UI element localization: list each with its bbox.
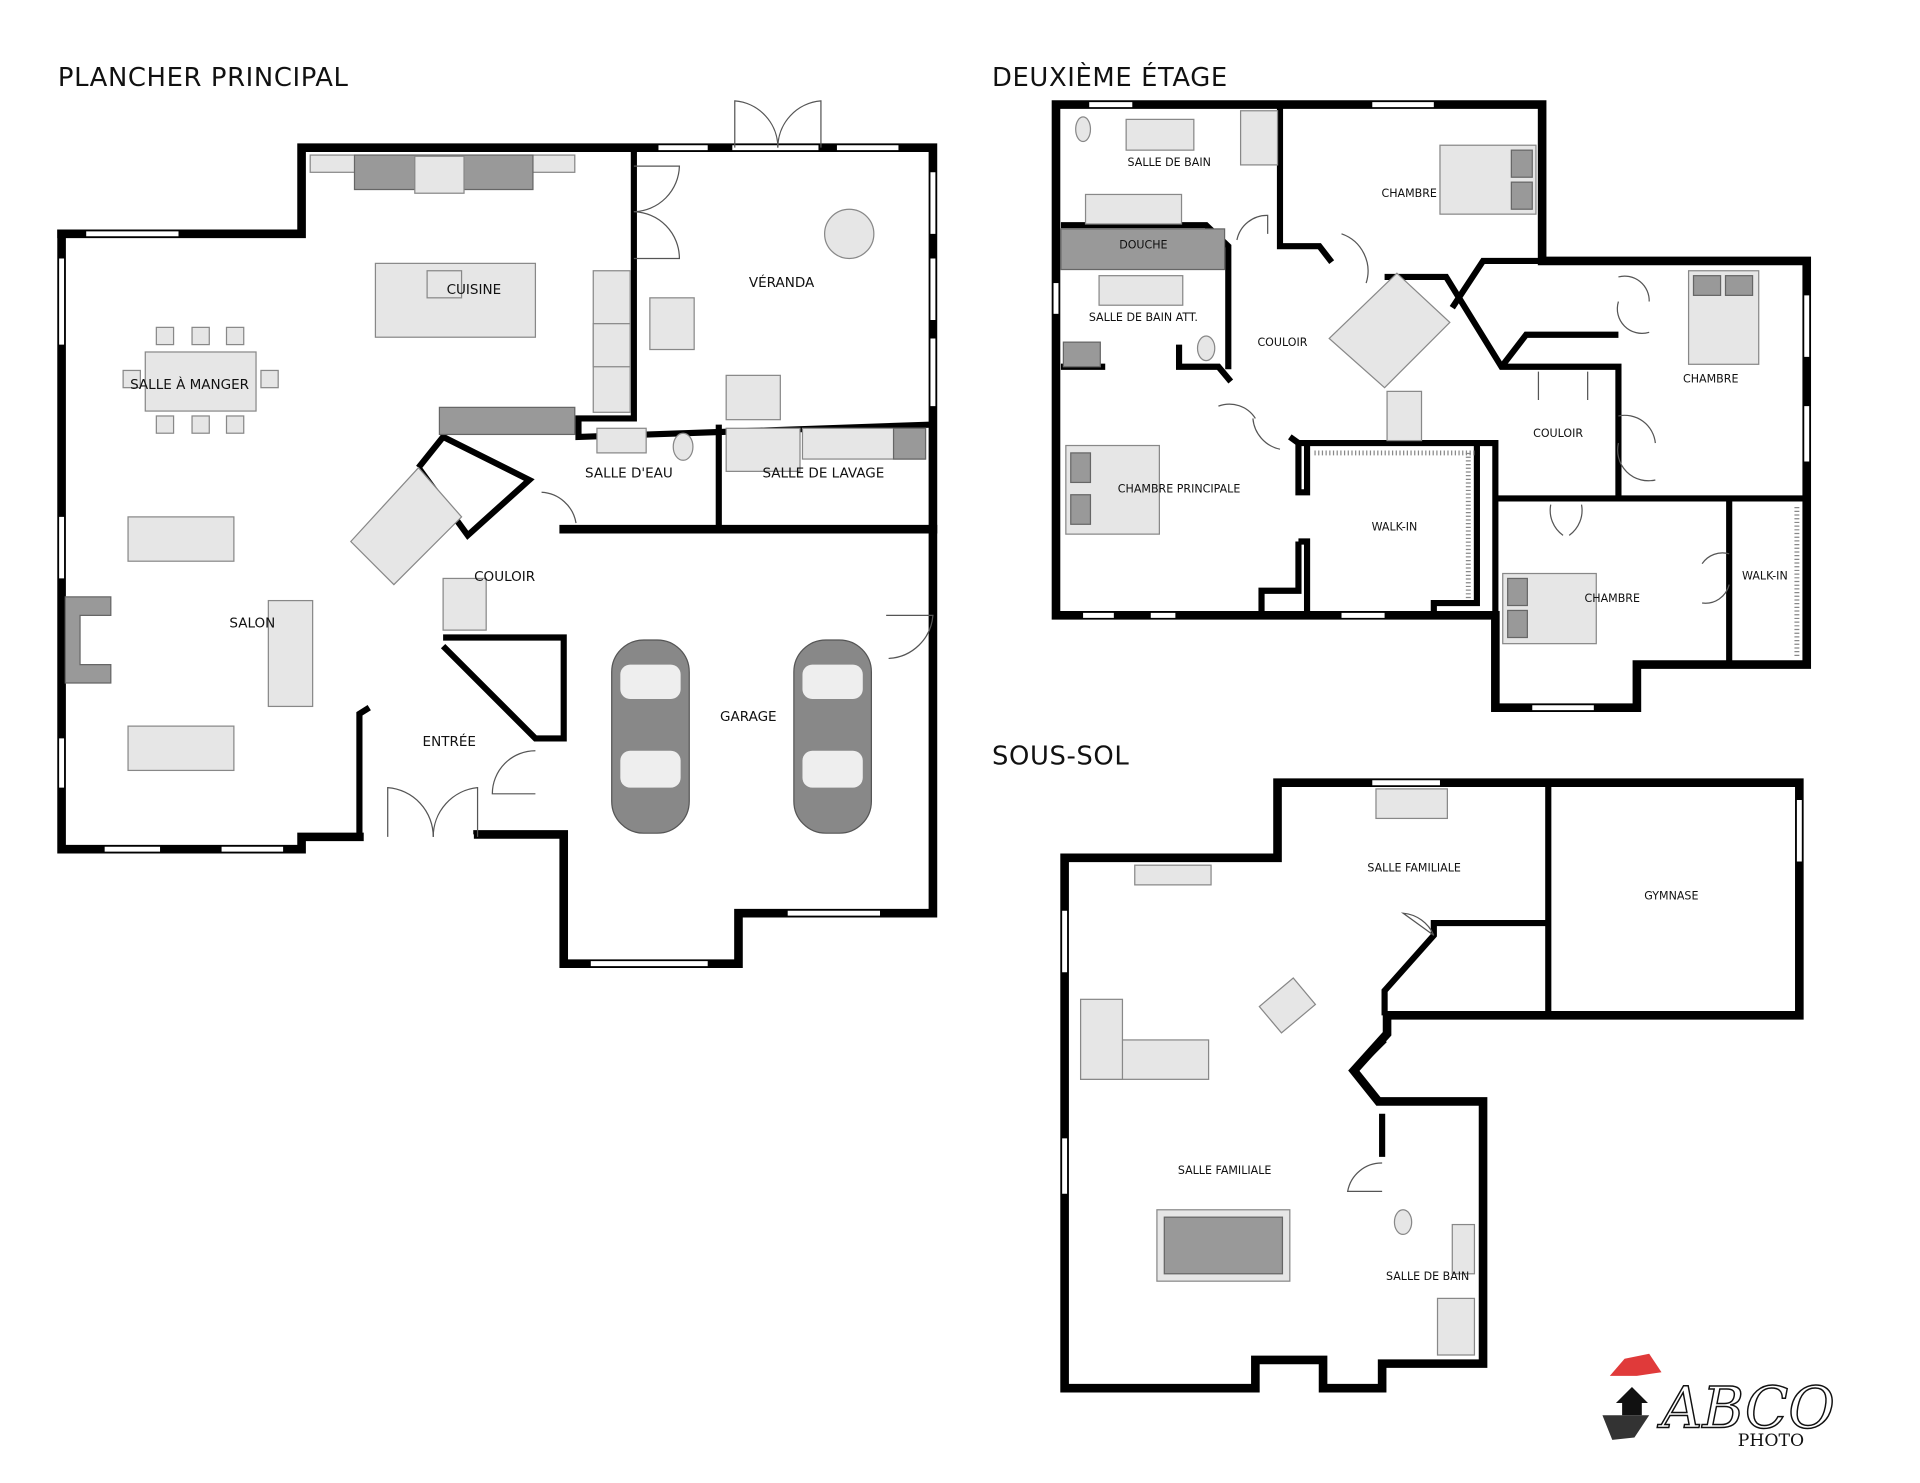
room-label: GARAGE xyxy=(720,709,777,725)
second-furniture xyxy=(1060,110,1800,659)
kitchen-furniture xyxy=(309,154,631,436)
room-label: SALON xyxy=(229,616,275,632)
room-label: WALK-IN xyxy=(1742,570,1788,583)
main-room-labels: CUISINE VÉRANDA SALLE À MANGER SALLE D'E… xyxy=(130,273,884,750)
garage-wall xyxy=(473,524,938,968)
room-label: CHAMBRE xyxy=(1585,592,1640,605)
room-label: CUISINE xyxy=(447,282,502,298)
room-label: SALLE FAMILIALE xyxy=(1178,1164,1272,1177)
room-label: DOUCHE xyxy=(1119,239,1167,252)
room-label: CHAMBRE xyxy=(1381,187,1436,200)
abco-photo-logo: ABCO PHOTO xyxy=(1602,1353,1836,1451)
stairs xyxy=(1328,272,1451,389)
basement-furniture xyxy=(1079,788,1476,1356)
second-room-labels: SALLE DE BAIN CHAMBRE DOUCHE SALLE DE BA… xyxy=(1089,156,1788,605)
room-label: CHAMBRE PRINCIPALE xyxy=(1118,482,1241,495)
doors xyxy=(387,100,934,837)
fireplace-icon xyxy=(64,596,112,684)
second-floor-title: DEUXIÈME ÉTAGE xyxy=(992,61,1228,93)
room-label: VÉRANDA xyxy=(749,273,815,291)
cooktop-icon xyxy=(414,155,465,194)
second-windows xyxy=(1053,102,1810,711)
veranda-furniture xyxy=(649,208,875,421)
logo-sub: PHOTO xyxy=(1738,1431,1804,1451)
room-label: COULOIR xyxy=(1257,336,1307,349)
room-label: SALLE DE BAIN ATT. xyxy=(1089,311,1198,324)
basement: SOUS-SOL xyxy=(992,741,1804,1393)
veranda-wall xyxy=(575,147,934,441)
room-label: SALLE À MANGER xyxy=(130,375,249,393)
room-label: SALLE DE BAIN xyxy=(1128,156,1211,169)
second-doors xyxy=(1218,214,1730,604)
stove-icon xyxy=(592,323,631,368)
entry-wall xyxy=(356,705,371,837)
house-icon xyxy=(1615,1387,1648,1416)
red-hand-icon xyxy=(1609,1353,1662,1376)
room-label: SALLE FAMILIALE xyxy=(1367,861,1461,874)
utility-fixtures xyxy=(596,427,927,472)
main-floor: PLANCHER PRINCIPAL xyxy=(57,63,938,968)
room-label: SALLE D'EAU xyxy=(585,466,673,482)
basement-title: SOUS-SOL xyxy=(992,741,1129,771)
pool-table xyxy=(1163,1216,1284,1275)
basement-room-labels: SALLE FAMILIALE GYMNASE SALLE FAMILIALE … xyxy=(1178,861,1699,1283)
dining-table xyxy=(122,326,279,434)
room-label: SALLE DE BAIN xyxy=(1386,1270,1469,1283)
second-floor: DEUXIÈME ÉTAGE xyxy=(992,61,1812,712)
windows xyxy=(59,145,936,967)
room-label: COULOIR xyxy=(1533,427,1583,440)
stairs xyxy=(349,466,487,631)
basement-doors xyxy=(1346,912,1435,1192)
room-label: GYMNASE xyxy=(1644,890,1698,903)
grey-hand-icon xyxy=(1602,1415,1650,1440)
basement-windows xyxy=(1062,780,1802,1194)
main-floor-outer-wall-left xyxy=(57,229,364,854)
closet-wall xyxy=(440,634,567,742)
living-furniture xyxy=(64,516,314,772)
cars xyxy=(611,639,873,834)
room-label: COULOIR xyxy=(474,569,535,585)
room-label: WALK-IN xyxy=(1372,520,1418,533)
room-label: CHAMBRE xyxy=(1683,373,1738,386)
room-label: SALLE DE LAVAGE xyxy=(762,466,884,482)
main-floor-title: PLANCHER PRINCIPAL xyxy=(58,63,349,93)
room-label: ENTRÉE xyxy=(423,732,476,750)
logo-brand: ABCO xyxy=(1657,1376,1835,1442)
